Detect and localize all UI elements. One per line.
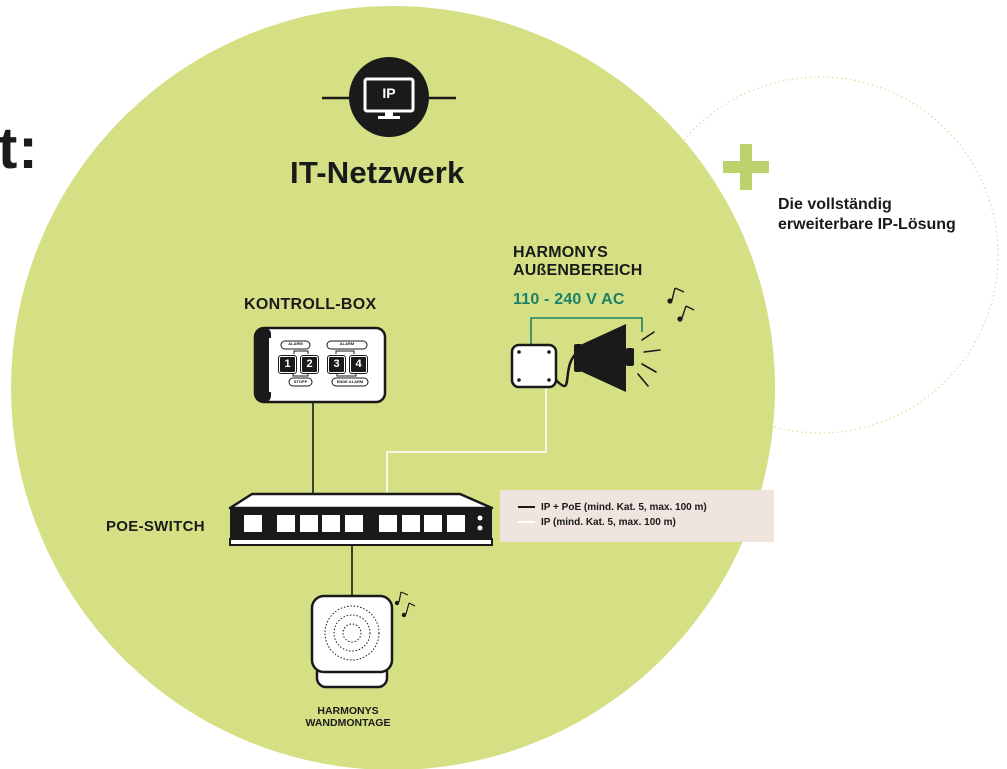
wall-line-1: HARMONYS xyxy=(317,705,379,717)
button-4: 4 xyxy=(349,355,368,374)
alarm-label-2: ALARM xyxy=(339,341,355,346)
music-note-icon xyxy=(667,287,695,322)
alarm-label-1: ALARM xyxy=(288,341,303,346)
network-label: IT-Netzwerk xyxy=(290,155,465,190)
poe-switch-label: POE-SWITCH xyxy=(106,518,205,535)
voltage-label: 110 - 240 V AC xyxy=(513,291,625,308)
partial-heading: t: xyxy=(0,116,39,181)
control-box-label: KONTROLL-BOX xyxy=(244,296,377,313)
button-2: 2 xyxy=(300,355,319,374)
wall-speaker-icon xyxy=(310,594,394,689)
button-1: 1 xyxy=(278,355,297,374)
line-power-outdoor xyxy=(530,317,643,345)
wall-line-2: WANDMONTAGE xyxy=(305,717,391,729)
plus-icon xyxy=(723,144,769,190)
outdoor-line-1: HARMONYS xyxy=(513,244,608,261)
ip-icon-text: IP xyxy=(382,85,396,101)
extension-line-1: Die vollständig xyxy=(778,196,892,213)
legend-item-poe: IP + PoE (mind. Kat. 5, max. 100 m) xyxy=(518,502,707,513)
end-alarm-label: ENDE ALARM xyxy=(336,379,364,384)
legend-item-ip: IP (mind. Kat. 5, max. 100 m) xyxy=(518,517,676,528)
outdoor-speaker-icon xyxy=(510,324,661,392)
stop-label: STOPP xyxy=(293,379,308,384)
connection-lines xyxy=(312,317,643,596)
cable-legend: IP + PoE (mind. Kat. 5, max. 100 m) IP (… xyxy=(500,490,774,542)
control-box-icon xyxy=(253,326,387,404)
line-ip-outdoor xyxy=(386,388,547,493)
ip-monitor-icon xyxy=(322,57,456,137)
button-3: 3 xyxy=(327,355,346,374)
legend-text-ip: IP (mind. Kat. 5, max. 100 m) xyxy=(541,517,676,528)
extension-text: Die vollständig erweiterbare IP-Lösung xyxy=(778,195,956,235)
wall-speaker-label: HARMONYS WANDMONTAGE xyxy=(296,705,400,729)
network-circle xyxy=(11,6,775,769)
outdoor-line-2: AUßENBEREICH xyxy=(513,262,643,279)
legend-swatch-white xyxy=(518,521,535,524)
extension-line-2: erweiterbare IP-Lösung xyxy=(778,216,956,233)
music-note-icon-wall xyxy=(394,591,416,618)
poe-switch-icon xyxy=(228,492,494,546)
outdoor-speaker-label: HARMONYS AUßENBEREICH xyxy=(513,244,643,280)
legend-swatch-black xyxy=(518,506,535,509)
legend-text-poe: IP + PoE (mind. Kat. 5, max. 100 m) xyxy=(541,502,707,513)
